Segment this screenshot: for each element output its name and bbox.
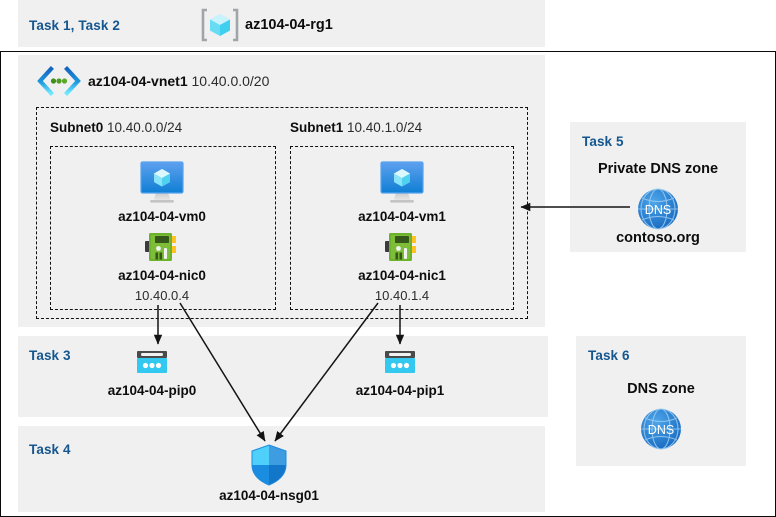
nic1-ip: 10.40.1.4 bbox=[374, 288, 430, 303]
subnet1-cidr: 10.40.1.0/24 bbox=[347, 120, 423, 135]
virtual-machine-icon bbox=[137, 158, 187, 206]
public-ip-address-icon bbox=[381, 348, 419, 378]
subnet0-cidr: 10.40.0.0/24 bbox=[107, 120, 183, 135]
pip1-name: az104-04-pip1 bbox=[355, 383, 445, 398]
task-label-6: Task 6 bbox=[588, 348, 630, 363]
task-label-5: Task 5 bbox=[582, 134, 624, 149]
private-dns-zone-heading: Private DNS zone bbox=[597, 161, 719, 177]
subnet1-box bbox=[290, 146, 514, 310]
subnet1-title: Subnet1 10.40.1.0/24 bbox=[290, 120, 422, 135]
nic0-ip: 10.40.0.4 bbox=[134, 288, 190, 303]
resource-group-name: az104-04-rg1 bbox=[245, 17, 333, 33]
dns-zone-icon: DNS bbox=[637, 405, 685, 453]
task5-panel bbox=[570, 122, 746, 252]
vnet-name: az104-04-vnet1 bbox=[88, 73, 188, 89]
subnet0-title: Subnet0 10.40.0.0/24 bbox=[50, 120, 182, 135]
header-band bbox=[18, 0, 545, 47]
public-ip-address-icon bbox=[133, 348, 171, 378]
vnet-title: az104-04-vnet1 10.40.0.0/20 bbox=[88, 73, 269, 89]
pip0-name: az104-04-pip0 bbox=[107, 383, 197, 398]
subnet0-label: Subnet0 bbox=[50, 120, 104, 135]
nsg-name: az104-04-nsg01 bbox=[219, 488, 319, 503]
network-security-group-icon bbox=[248, 443, 290, 487]
dns-icon-text: DNS bbox=[648, 423, 674, 437]
task3-panel bbox=[18, 336, 548, 417]
dns-zone-heading: DNS zone bbox=[627, 381, 695, 397]
vm1-name: az104-04-vm1 bbox=[358, 209, 446, 224]
network-interface-icon bbox=[383, 229, 421, 265]
private-dns-zone-name: contoso.org bbox=[616, 230, 700, 246]
resource-group-icon bbox=[200, 6, 240, 44]
task-label-1-2: Task 1, Task 2 bbox=[29, 18, 120, 33]
task-label-4: Task 4 bbox=[29, 442, 71, 457]
virtual-network-icon bbox=[36, 66, 82, 96]
virtual-machine-icon bbox=[377, 158, 427, 206]
subnet1-label: Subnet1 bbox=[290, 120, 344, 135]
subnet0-box bbox=[50, 146, 276, 310]
dns-icon-text: DNS bbox=[645, 203, 671, 217]
network-interface-icon bbox=[143, 229, 181, 265]
task-label-3: Task 3 bbox=[29, 348, 71, 363]
nic1-name: az104-04-nic1 bbox=[358, 268, 446, 283]
vnet-cidr: 10.40.0.0/20 bbox=[191, 73, 270, 89]
nic0-name: az104-04-nic0 bbox=[118, 268, 206, 283]
dns-zone-icon: DNS bbox=[634, 185, 682, 233]
vm0-name: az104-04-vm0 bbox=[118, 209, 206, 224]
vnet-panel bbox=[18, 55, 545, 327]
